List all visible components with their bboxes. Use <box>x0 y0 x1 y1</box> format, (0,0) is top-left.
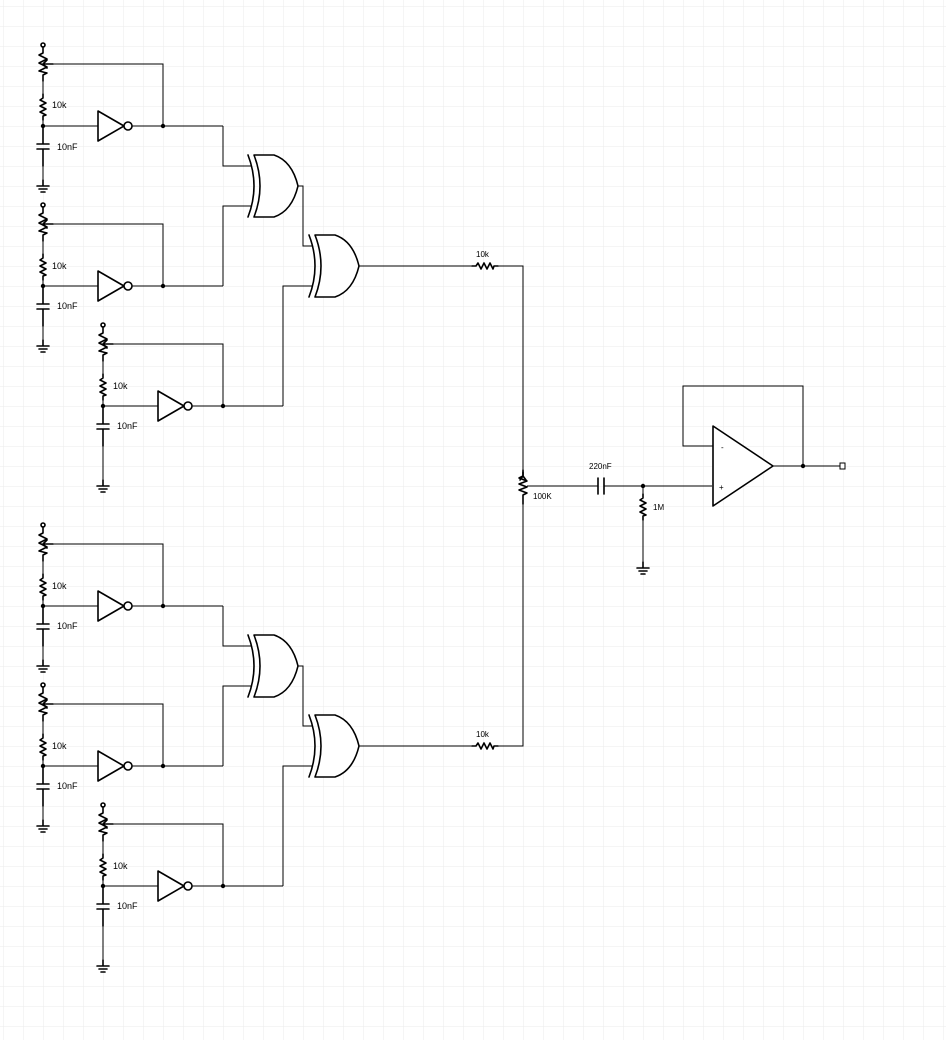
oscillator-2: 10k 10nF <box>36 202 223 353</box>
capacitor-label: 10nF <box>117 421 138 431</box>
mix-potentiometer-100k: 100K <box>518 469 598 505</box>
resistor-label: 10k <box>52 741 67 751</box>
mix-resistor-bottom: 10k <box>471 504 524 750</box>
resistor-label: 1M <box>653 503 664 512</box>
resistor-label: 10k <box>476 730 490 739</box>
resistor-label: 10k <box>113 381 128 391</box>
resistor-label: 10k <box>476 250 490 259</box>
capacitor-label: 10nF <box>57 781 78 791</box>
resistor-label: 10k <box>52 261 67 271</box>
resistor-label: 10k <box>113 861 128 871</box>
opamp: - + <box>682 385 846 507</box>
capacitor-label: 10nF <box>57 142 78 152</box>
xor-gate-2 <box>282 185 472 406</box>
oscillator-3: 10k 10nF <box>96 322 283 493</box>
output-terminal <box>839 462 846 470</box>
bias-resistor-1m: 1M <box>636 486 664 575</box>
xor-gate-4 <box>282 665 472 886</box>
capacitor-label: 10nF <box>57 621 78 631</box>
capacitor-label: 10nF <box>117 901 138 911</box>
capacitor-label: 220nF <box>589 462 612 471</box>
pot-label: 100K <box>533 492 552 501</box>
oscillator-4: 10k 10nF <box>36 522 223 673</box>
coupling-capacitor-220nf: 220nF <box>589 462 712 495</box>
resistor-label: 10k <box>52 581 67 591</box>
oscillator-6: 10k 10nF <box>96 802 283 973</box>
opamp-noninverting-label: + <box>719 483 724 492</box>
oscillator-1: 10k 10nF <box>36 42 223 193</box>
oscillator-5: 10k 10nF <box>36 682 223 833</box>
mix-resistor-top: 10k <box>471 250 524 472</box>
xor-gate-1 <box>222 126 299 286</box>
resistor-label: 10k <box>52 100 67 110</box>
opamp-inverting-label: - <box>721 443 724 452</box>
xor-gate-3 <box>222 606 299 766</box>
capacitor-label: 10nF <box>57 301 78 311</box>
